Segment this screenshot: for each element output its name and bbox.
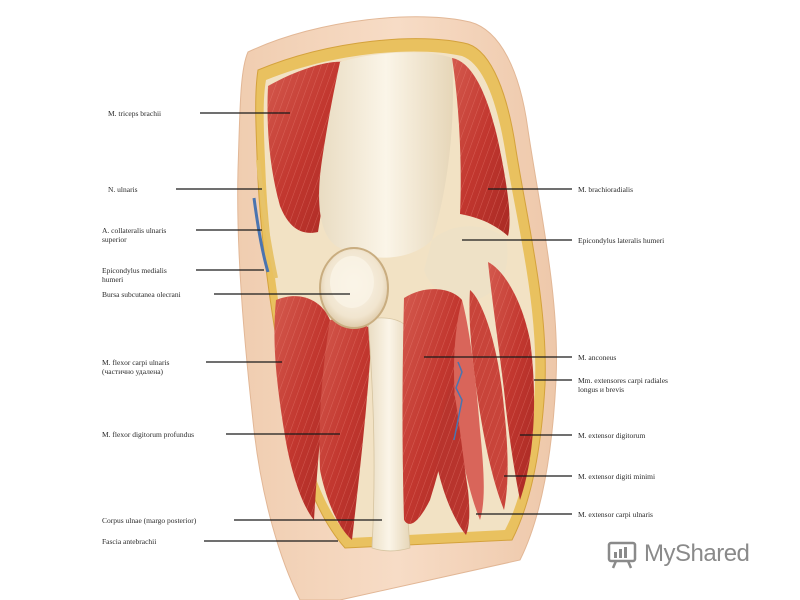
- label-edm: M. extensor digiti minimi: [578, 472, 656, 481]
- label-collateral-artery: A. collateralis ulnaris superior: [102, 226, 167, 244]
- label-triceps: M. triceps brachii: [108, 109, 162, 118]
- label-fascia: Fascia antebrachii: [102, 537, 157, 546]
- label-fdp: M. flexor digitorum profundus: [102, 430, 195, 439]
- label-anconeus: M. anconeus: [578, 353, 617, 362]
- extensor-digiti-minimi-muscle: [454, 300, 484, 520]
- label-bursa: Bursa subcutanea olecrani: [102, 290, 181, 299]
- watermark: MyShared: [606, 536, 776, 572]
- lateral-epicondyle-area: [424, 226, 508, 301]
- label-ulna-body: Corpus ulnae (margo posterior): [102, 516, 197, 525]
- watermark-text: MyShared: [644, 540, 750, 567]
- label-ulnar-nerve: N. ulnaris: [108, 185, 138, 194]
- label-ecu: M. extensor carpi ulnaris: [578, 510, 653, 519]
- label-brachioradialis: M. brachioradialis: [578, 185, 633, 194]
- vessel-right: [453, 361, 463, 441]
- label-ed: M. extensor digitorum: [578, 431, 646, 440]
- leader-lines: [176, 112, 572, 542]
- label-lateral-epicondyle: Epicondylus lateralis humeri: [578, 236, 665, 245]
- ulnar-nerve: [256, 159, 278, 279]
- label-medial-epicondyle: Epicondylus medialis humeri: [102, 266, 167, 284]
- collateral-artery: [252, 197, 270, 273]
- presentation-board-icon: [607, 541, 637, 569]
- label-ecr: Mm. extensores carpi radiales longus и b…: [578, 376, 668, 394]
- label-fcu: M. flexor carpi ulnaris (частично удален…: [102, 358, 170, 376]
- triceps-tendon: [319, 52, 454, 258]
